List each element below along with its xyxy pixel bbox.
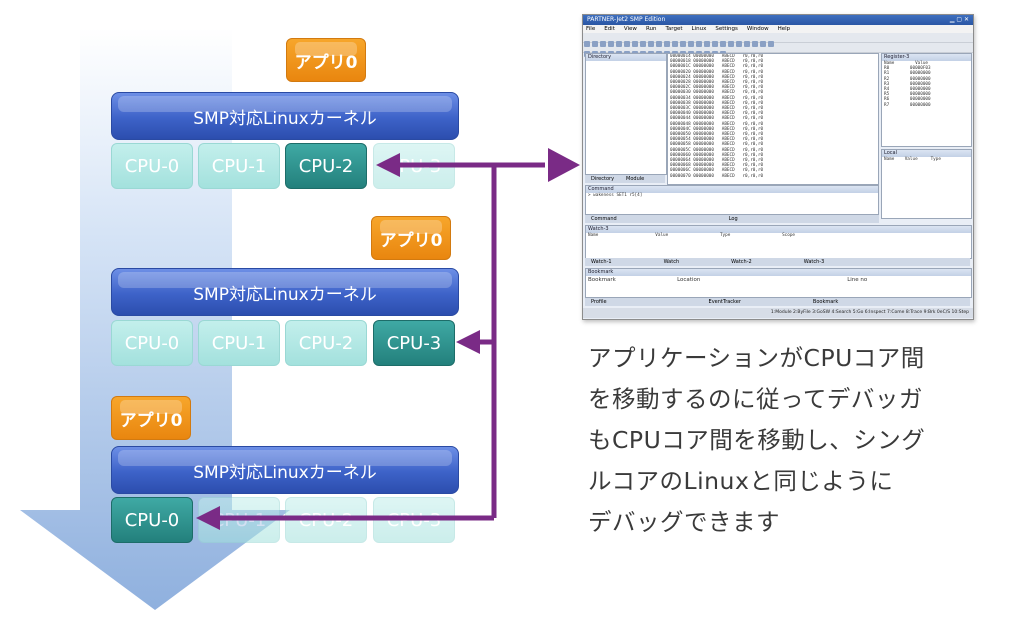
toolbar-1 (583, 33, 973, 47)
arrow-head-to-screenshot (548, 148, 580, 182)
cpu0-stage1: CPU-0 (111, 143, 193, 189)
watch-panel: Watch-3 Name Value Type Scope (585, 225, 972, 259)
app-chip-stage3: アプリ0 (111, 396, 191, 440)
cpu3-stage2-active: CPU-3 (373, 320, 455, 366)
cpu1-stage2: CPU-1 (198, 320, 280, 366)
cpu2-stage1-active: CPU-2 (285, 143, 367, 189)
local-panel: Local Name Value Type (881, 149, 972, 219)
bookmark-panel: Bookmark Bookmark Location Line no (585, 268, 972, 298)
kernel-bar-stage2: SMP対応Linuxカーネル (111, 268, 459, 316)
source-panel: 00000014 00000000 ABECD r0,r0,r0 0000001… (667, 53, 879, 185)
arrow-head-cpu3 (456, 330, 480, 354)
toolbar-2 (583, 43, 973, 57)
command-panel: Command > wakeness SET1 r5[4] (585, 185, 879, 215)
caption-text: アプリケーションがCPUコア間 を移動するのに従ってデバッガ もCPUコア間を移… (588, 344, 926, 536)
app-chip-stage2: アプリ0 (371, 216, 451, 260)
kernel-bar-stage1: SMP対応Linuxカーネル (111, 92, 459, 140)
cpu0-stage2: CPU-0 (111, 320, 193, 366)
kernel-bar-stage3: SMP対応Linuxカーネル (111, 446, 459, 494)
arrow-head-cpu0 (196, 506, 220, 530)
arrow-head-cpu2 (376, 153, 400, 177)
status-bar: 1:Module 2:ByFile 3:GoSW 4:Search 5:Go 6… (583, 308, 973, 318)
cpu1-stage1: CPU-1 (198, 143, 280, 189)
window-controls: ▁ ▢ ✕ (949, 16, 969, 23)
register-panel: Register-3 Name Value R0 00000F03 R1 000… (881, 53, 972, 147)
app-chip-stage1: アプリ0 (286, 38, 366, 82)
window-titlebar: PARTNER-Jet2 SMP Edition (583, 15, 973, 25)
directory-panel: Directory (585, 53, 667, 175)
cpu0-stage3-active: CPU-0 (111, 497, 193, 543)
cpu2-stage2: CPU-2 (285, 320, 367, 366)
